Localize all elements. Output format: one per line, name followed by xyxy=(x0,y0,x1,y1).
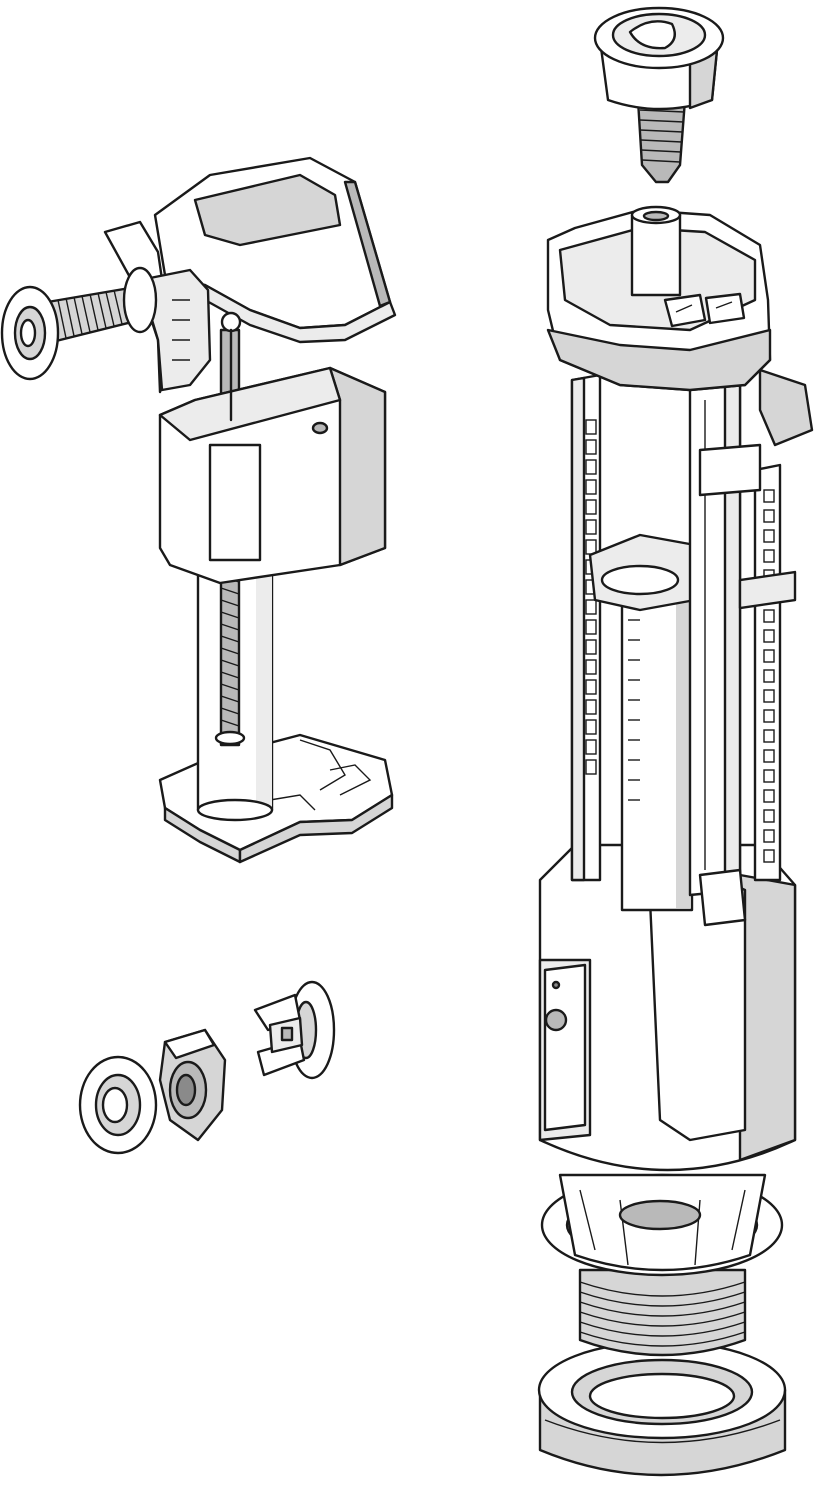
flush-button xyxy=(593,6,725,184)
locknut xyxy=(158,1028,227,1142)
fill-valve xyxy=(0,156,397,864)
sealing-ring xyxy=(537,1340,787,1477)
mounting-clip xyxy=(253,980,336,1080)
inlet-connector xyxy=(0,266,158,381)
flush-valve xyxy=(537,205,814,1477)
rosette-washer xyxy=(78,1055,158,1155)
